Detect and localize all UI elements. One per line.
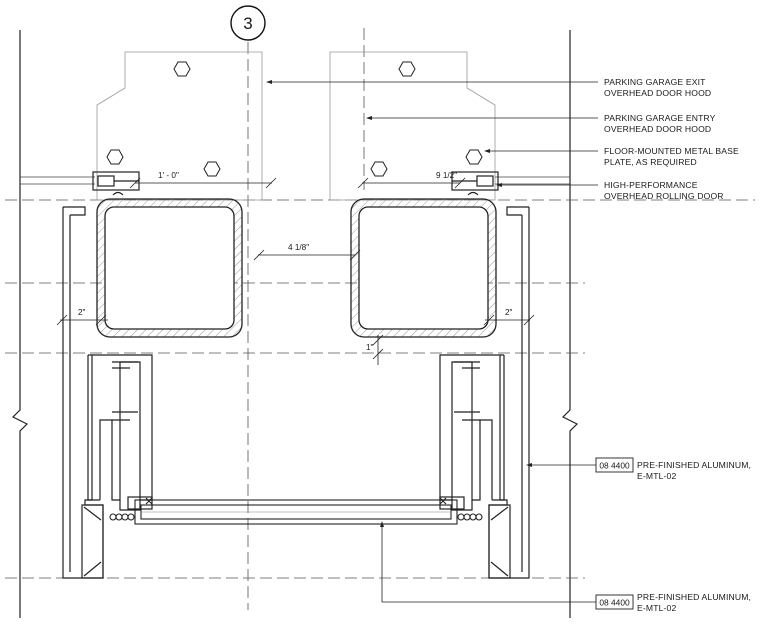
right-wall-line: [561, 30, 579, 618]
svg-text:PARKING GARAGE EXIT: PARKING GARAGE EXIT: [604, 77, 706, 87]
leader-lines: [270, 81, 598, 603]
dimension-9half: 9 1/2": [436, 171, 457, 180]
entry-door-hood-outline: [329, 51, 496, 201]
door-guide-left: [87, 354, 153, 511]
svg-text:PLATE, AS REQUIRED: PLATE, AS REQUIRED: [604, 157, 697, 167]
callout-entry-hood: PARKING GARAGE ENTRY OVERHEAD DOOR HOOD: [604, 113, 716, 134]
base-plate-right: [451, 171, 499, 196]
svg-text:3: 3: [243, 14, 252, 33]
svg-text:08 4400: 08 4400: [599, 461, 630, 471]
door-guide-right: [439, 354, 505, 511]
callout-base-plate: FLOOR-MOUNTED METAL BASE PLATE, AS REQUI…: [604, 146, 739, 167]
svg-text:FLOOR-MOUNTED METAL BASE: FLOOR-MOUNTED METAL BASE: [604, 146, 739, 156]
svg-text:08 4400: 08 4400: [599, 598, 630, 608]
keynote-tag-lower[interactable]: 08 4400 PRE-FINISHED ALUMINUM, E-MTL-02: [595, 592, 751, 613]
svg-text:PARKING GARAGE ENTRY: PARKING GARAGE ENTRY: [604, 113, 716, 123]
tube-steel-left: [96, 198, 243, 338]
exit-door-hood-outline: [96, 51, 263, 201]
floor-slab-lines: [20, 176, 570, 185]
left-wall-line: [11, 30, 29, 618]
dimension-2-left: 2": [78, 308, 86, 317]
dimension-2-right: 2": [505, 308, 513, 317]
leader-arrows: [266, 80, 532, 527]
base-plate-left: [92, 171, 140, 196]
callout-rolling-door: HIGH-PERFORMANCE OVERHEAD ROLLING DOOR: [604, 180, 724, 201]
svg-text:E-MTL-02: E-MTL-02: [637, 603, 676, 613]
dimension-lines: [56, 177, 535, 365]
svg-text:PRE-FINISHED ALUMINUM,: PRE-FINISHED ALUMINUM,: [637, 460, 751, 470]
svg-text:PRE-FINISHED ALUMINUM,: PRE-FINISHED ALUMINUM,: [637, 592, 751, 602]
svg-text:HIGH-PERFORMANCE: HIGH-PERFORMANCE: [604, 180, 698, 190]
tube-steel-right: [350, 198, 497, 338]
svg-text:OVERHEAD DOOR HOOD: OVERHEAD DOOR HOOD: [604, 124, 711, 134]
dimension-4eighth: 4 1/8": [288, 243, 309, 252]
keynote-tag-upper[interactable]: 08 4400 PRE-FINISHED ALUMINUM, E-MTL-02: [595, 457, 751, 481]
svg-text:OVERHEAD DOOR HOOD: OVERHEAD DOOR HOOD: [604, 88, 711, 98]
section-marker[interactable]: 3: [230, 5, 266, 41]
svg-text:OVERHEAD ROLLING DOOR: OVERHEAD ROLLING DOOR: [604, 191, 724, 201]
callout-exit-hood: PARKING GARAGE EXIT OVERHEAD DOOR HOOD: [604, 77, 711, 98]
hex-bolt-icons: [106, 61, 483, 177]
dimension-1ft: 1' - 0": [158, 171, 179, 180]
rolling-door-curtain: [109, 497, 483, 525]
svg-text:E-MTL-02: E-MTL-02: [637, 471, 676, 481]
dimension-1: 1": [366, 343, 374, 352]
